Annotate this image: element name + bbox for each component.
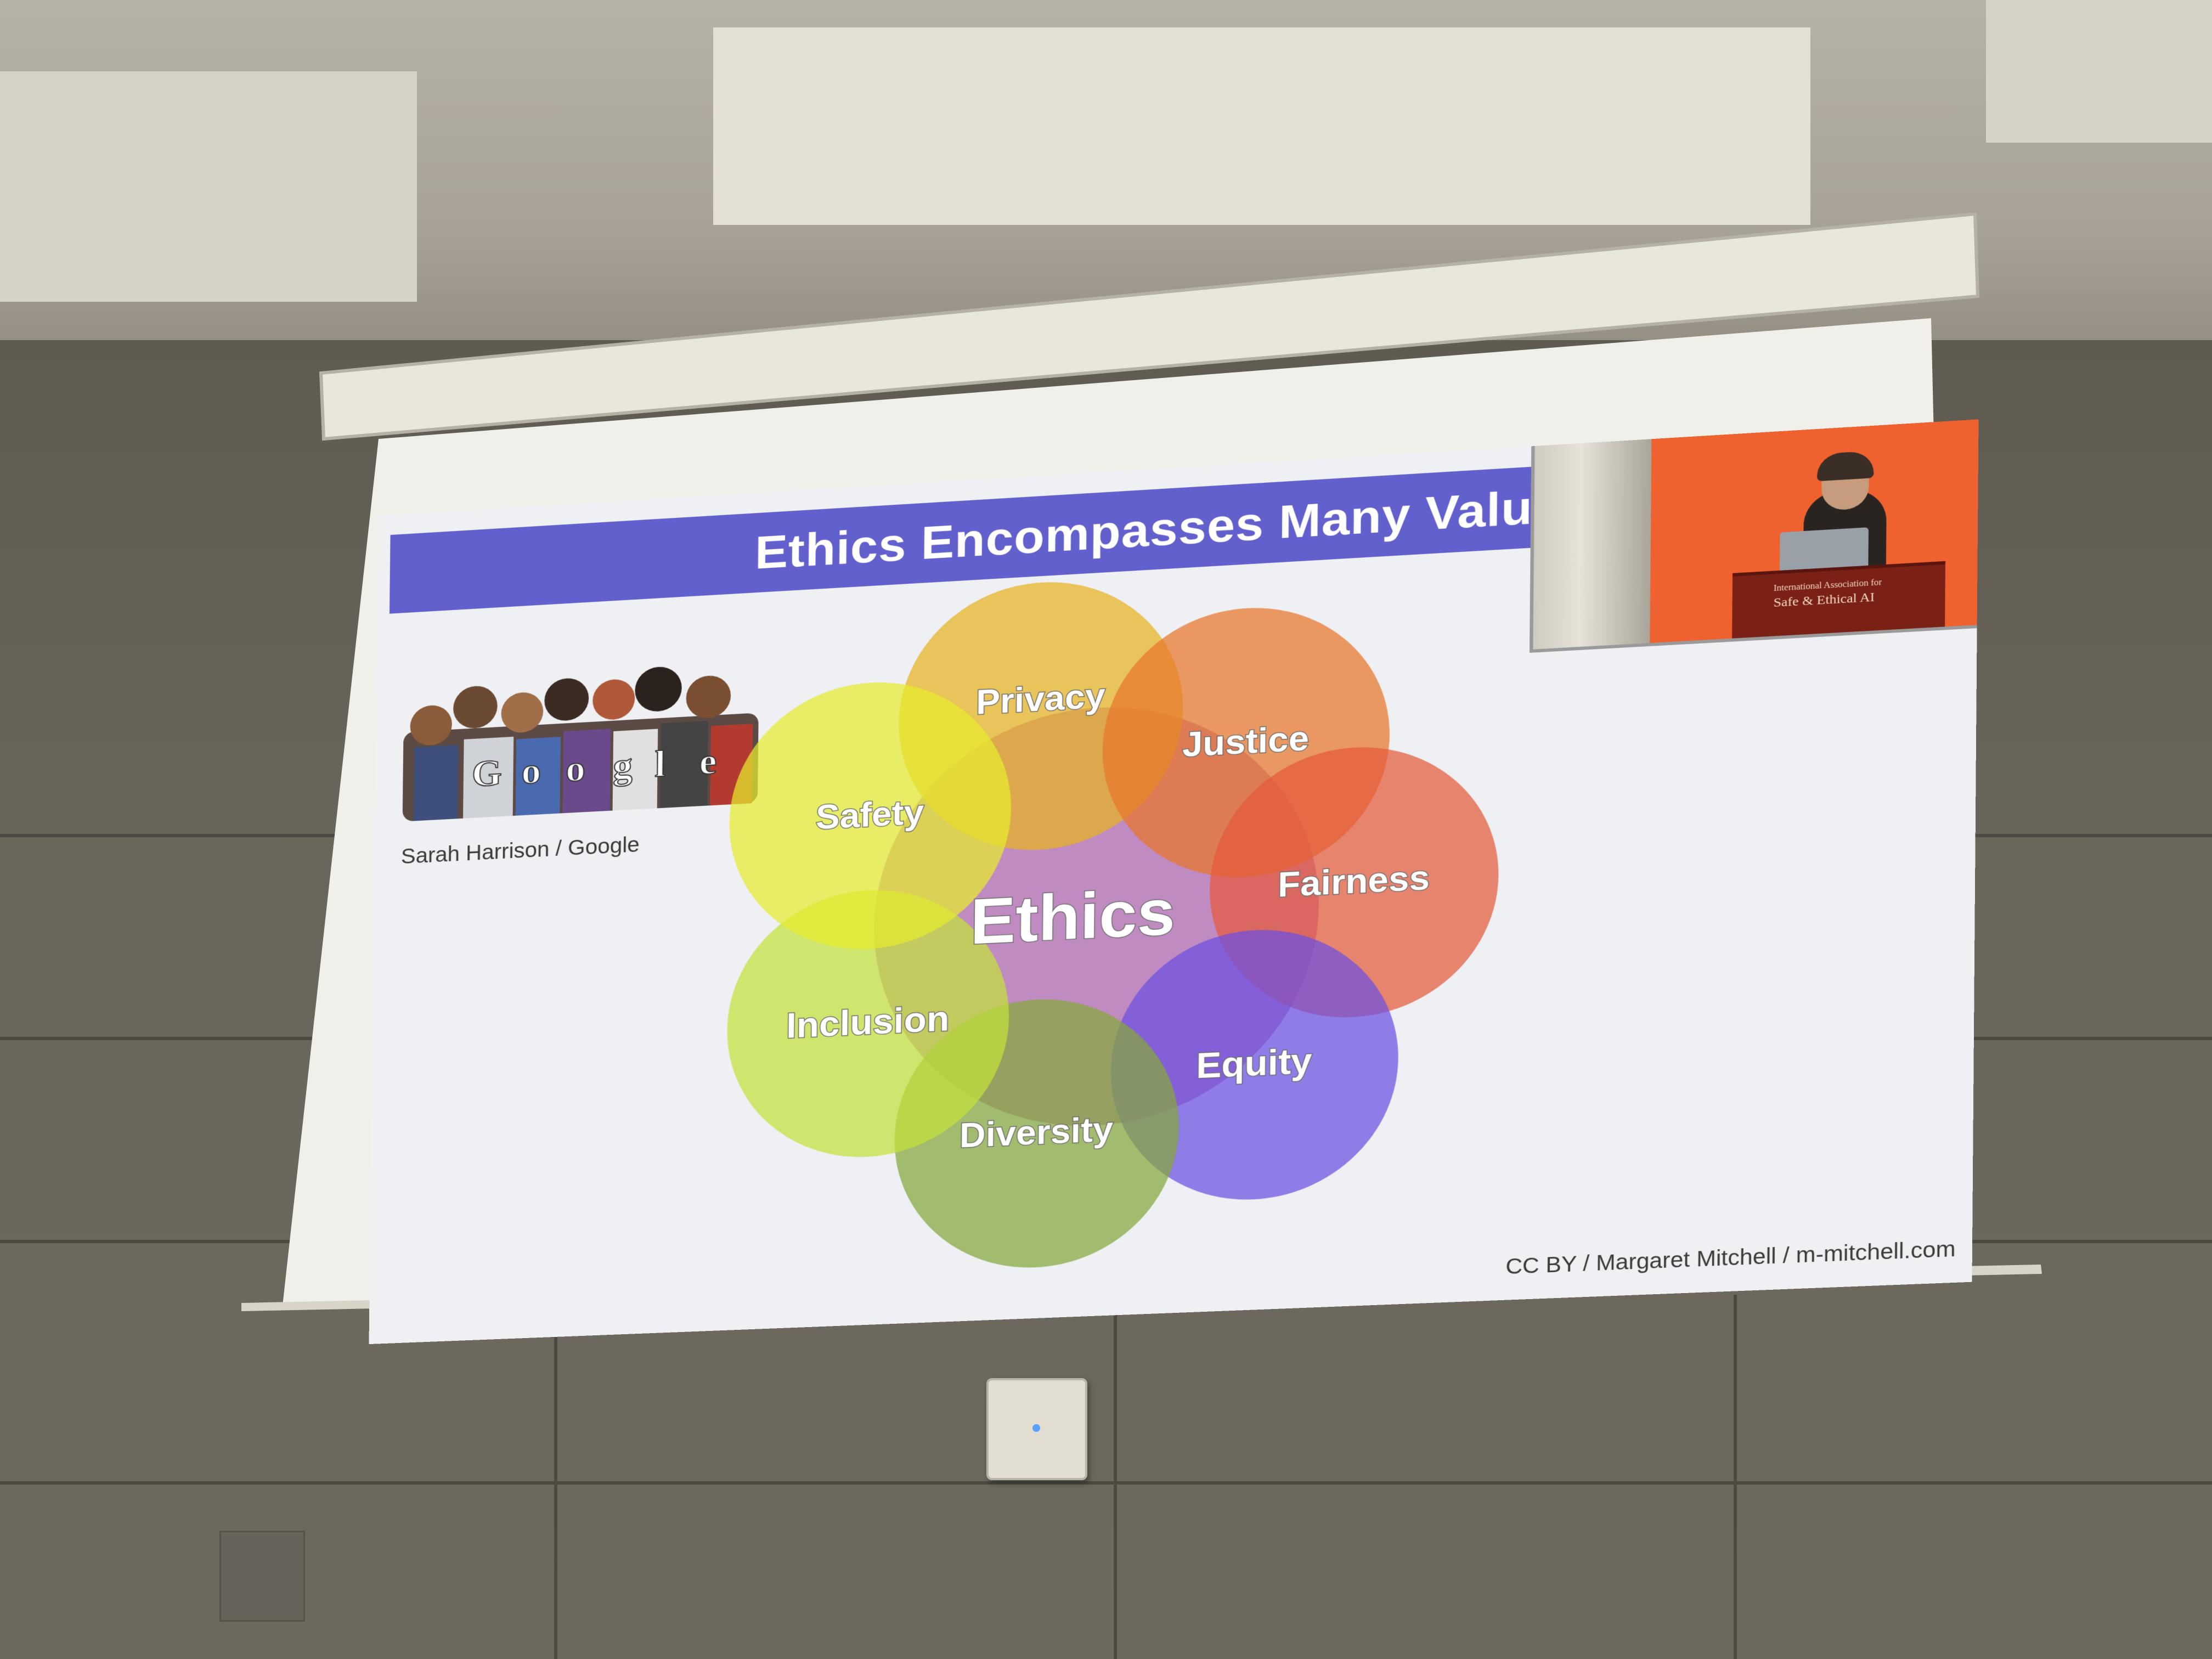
webcam-curtain (1533, 426, 1652, 650)
doodle-letter: g (613, 744, 633, 787)
value-label-equity: Equity (1196, 1041, 1312, 1086)
wall-seam (1114, 1295, 1117, 1659)
wall-socket (219, 1531, 305, 1622)
sensor-led (1032, 1424, 1040, 1432)
value-label-inclusion: Inclusion (786, 998, 950, 1046)
ceiling-panel (1986, 0, 2212, 143)
wall-seam (1734, 1295, 1737, 1659)
doodle-letter: G (472, 752, 503, 794)
speaker-hair (1816, 450, 1874, 482)
slide: Ethics Encompasses Many Valu G o o g l (369, 419, 1979, 1345)
wall-seam (0, 1481, 2212, 1485)
value-label-privacy: Privacy (976, 677, 1106, 722)
value-label-diversity: Diversity (960, 1110, 1114, 1155)
doodle-crowd (402, 665, 759, 822)
ethics-center-label: Ethics (970, 876, 1176, 958)
doodle-letter: o (521, 749, 541, 792)
value-circle-safety (727, 675, 1013, 956)
wall-sensor (986, 1378, 1087, 1480)
doodle-letter: e (699, 740, 716, 782)
value-label-safety: Safety (816, 793, 924, 837)
doodle-letter: l (654, 743, 666, 785)
google-doodle-image: G o o g l e (402, 665, 759, 822)
wall-seam (554, 1295, 557, 1659)
speaker-webcam-inset: International Association for Safe & Eth… (1529, 419, 1979, 653)
value-label-fairness: Fairness (1278, 859, 1430, 904)
ceiling-panel (0, 71, 417, 302)
value-circle-justice (1101, 600, 1391, 884)
value-circle-inclusion (725, 883, 1011, 1163)
value-label-justice: Justice (1182, 720, 1309, 765)
value-circle-equity (1109, 923, 1400, 1206)
doodle-letter: o (566, 747, 585, 789)
ceiling-panel (713, 27, 1810, 225)
screen-housing-top (319, 212, 1980, 441)
